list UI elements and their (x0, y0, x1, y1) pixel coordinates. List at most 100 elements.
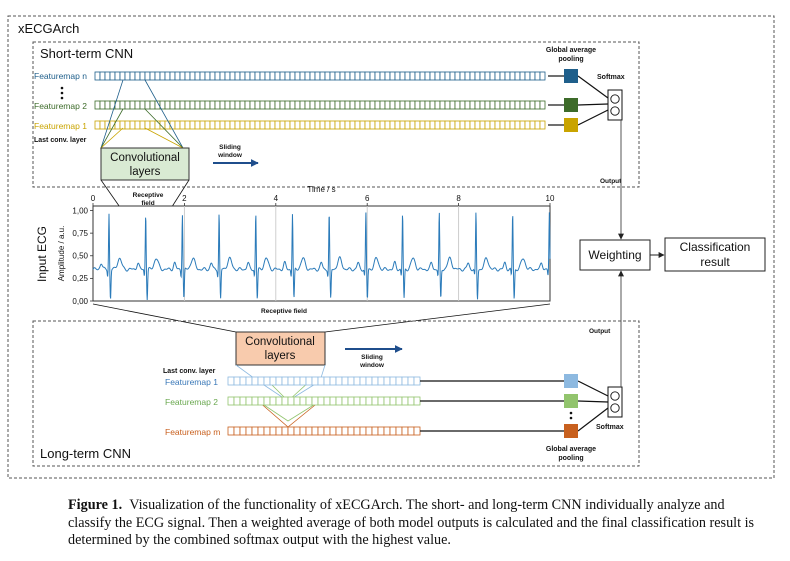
featuremap-cell (469, 71, 476, 81)
long-term-title: Long-term CNN (40, 446, 131, 461)
long-conv-layers-label: layers (265, 350, 296, 362)
featuremap-cell (429, 100, 436, 110)
featuremap-cell (434, 100, 441, 110)
short-sliding-label: Sliding (219, 144, 241, 151)
featuremap-cell (323, 426, 331, 436)
featuremap-cell (429, 120, 436, 130)
featuremap-cell (479, 71, 486, 81)
short-gap-node-2 (564, 98, 578, 112)
featuremap-cell (335, 376, 343, 386)
featuremap-cell (401, 396, 409, 406)
featuremap-cell (219, 71, 226, 81)
featuremap-cell (354, 71, 361, 81)
long-featuremap-m-label: Featuremap m (165, 427, 220, 437)
featuremap-cell (484, 100, 491, 110)
featuremap-cell (399, 100, 406, 110)
long-term-featuremaps (227, 376, 421, 436)
featuremap-cell (227, 376, 235, 386)
featuremap-cell (251, 376, 259, 386)
long-gap-node-m (564, 424, 578, 438)
featuremap-cell (383, 426, 391, 436)
featuremap-cell (374, 100, 381, 110)
ecg-trace (92, 212, 551, 300)
short-gap-node-n (564, 69, 578, 83)
featuremap-cell (399, 120, 406, 130)
featuremap-cell (413, 426, 421, 436)
featuremap-cell (324, 100, 331, 110)
featuremap-cell (529, 71, 536, 81)
featuremap-cell (275, 376, 283, 386)
featuremap-cell (174, 100, 181, 110)
featuremap-cell (257, 426, 265, 436)
ecg-side-label: Input ECG (35, 226, 49, 282)
featuremap-cell (329, 120, 336, 130)
featuremap-cell (419, 120, 426, 130)
featuremap-cell (264, 120, 271, 130)
featuremap-cell (489, 71, 496, 81)
featuremap-cell (319, 120, 326, 130)
featuremap-cell (365, 426, 373, 436)
featuremap-cell (239, 426, 247, 436)
featuremap-cell (347, 376, 355, 386)
featuremap-cell (254, 71, 261, 81)
featuremap-cell (383, 376, 391, 386)
featuremap-cell (134, 120, 141, 130)
featuremap-cell (459, 100, 466, 110)
featuremap-cell (279, 120, 286, 130)
featuremap-cell (494, 120, 501, 130)
featuremap-cell (224, 100, 231, 110)
featuremap-cell (379, 100, 386, 110)
featuremap-cell (341, 396, 349, 406)
featuremap-cell (264, 71, 271, 81)
featuremap-cell (119, 100, 126, 110)
featuremap-cell (395, 426, 403, 436)
featuremap-cell (119, 71, 126, 81)
featuremap-cell (499, 100, 506, 110)
featuremap-cell (304, 71, 311, 81)
featuremap-cell (149, 120, 156, 130)
featuremap-cell (124, 100, 131, 110)
featuremap-cell (464, 100, 471, 110)
featuremap-cell (339, 120, 346, 130)
featuremap-cell (244, 100, 251, 110)
featuremap-cell (504, 100, 511, 110)
featuremap-cell (484, 71, 491, 81)
softmax-node (610, 106, 620, 116)
long-receptive-line (92, 303, 237, 333)
featuremap-cell (99, 100, 106, 110)
featuremap-cell (299, 100, 306, 110)
featuremap-cell (317, 376, 325, 386)
featuremap-cell (281, 376, 289, 386)
long-receptive-label: Receptive field (261, 308, 307, 315)
short-last-conv-label: Last conv. layer (34, 137, 87, 144)
featuremap-cell (365, 376, 373, 386)
featuremap-cell (389, 71, 396, 81)
short-conv-layers-label: Convolutional (110, 152, 180, 164)
featuremap-cell (371, 426, 379, 436)
featuremap-cell (239, 120, 246, 130)
featuremap-cell (323, 376, 331, 386)
featuremap-cell (509, 71, 516, 81)
featuremap-cell (334, 71, 341, 81)
featuremap-cell (174, 120, 181, 130)
featuremap-cell (305, 396, 313, 406)
short-gap-label: pooling (558, 56, 583, 63)
featuremap-cell (164, 100, 171, 110)
featuremap-cell (369, 100, 376, 110)
softmax-node (610, 94, 620, 104)
ecg-ytick-label: 0,25 (72, 274, 88, 283)
featuremap-cell (234, 71, 241, 81)
featuremap-cell (409, 71, 416, 81)
featuremap-cell (209, 71, 216, 81)
featuremap-cell (274, 100, 281, 110)
classification-box (664, 237, 766, 272)
featuremap-cell (384, 71, 391, 81)
ecg-plot-area (92, 205, 551, 302)
ellipsis-dot (569, 416, 573, 420)
figure-caption: Figure 1. Visualization of the functiona… (68, 497, 768, 550)
featuremap-cell (299, 426, 307, 436)
featuremap-cell (354, 120, 361, 130)
featuremap-cell (234, 100, 241, 110)
featuremap-cell (339, 100, 346, 110)
featuremap-cell (209, 100, 216, 110)
